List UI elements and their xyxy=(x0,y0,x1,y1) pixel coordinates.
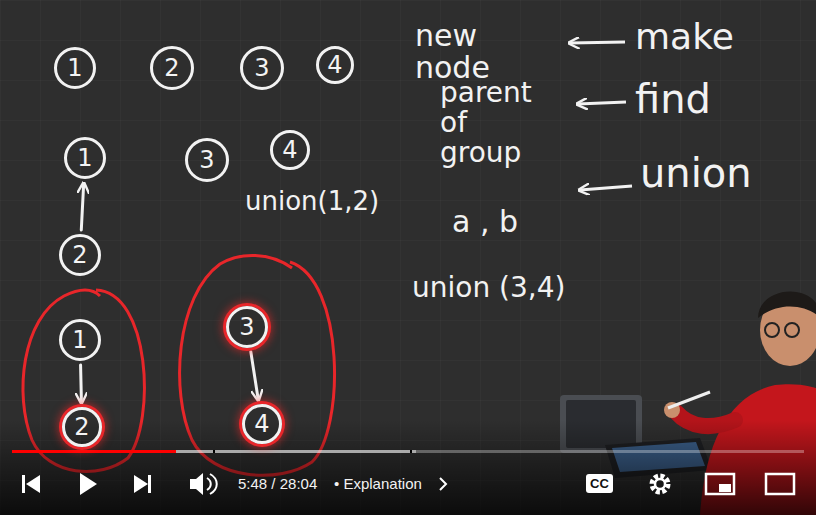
number-circle: 3 xyxy=(240,46,284,90)
node-number: 4 xyxy=(254,412,269,436)
parent-arrow xyxy=(251,352,258,400)
note-text: a , b xyxy=(452,204,518,239)
player-controls xyxy=(22,473,794,495)
number-circle: 4 xyxy=(270,130,310,170)
progress-played xyxy=(12,450,176,453)
node-number: 3 xyxy=(254,56,269,80)
number-circle: 2 xyxy=(59,234,101,276)
progress-buffer xyxy=(176,450,416,453)
node-number: 1 xyxy=(67,56,82,80)
operation-name: make xyxy=(635,16,734,57)
operation-name: union xyxy=(640,150,752,196)
number-circle: 1 xyxy=(59,319,101,361)
number-circle: 4 xyxy=(242,404,282,444)
number-circle: 1 xyxy=(54,47,96,89)
note-text: new node xyxy=(415,20,515,84)
number-circle: 3 xyxy=(185,138,229,182)
node-number: 2 xyxy=(74,415,89,439)
node-number: 3 xyxy=(239,315,254,339)
parent-arrow xyxy=(79,365,83,402)
progress-track xyxy=(12,450,804,453)
call-text: union(1,2) xyxy=(245,186,379,216)
pointer-arrow xyxy=(578,102,626,104)
pointer-arrow xyxy=(570,42,625,43)
cc-button: CC xyxy=(586,474,613,493)
node-number: 3 xyxy=(199,148,214,172)
node-number: 1 xyxy=(72,328,87,352)
number-circle: 1 xyxy=(64,137,106,179)
number-circle: 2 xyxy=(62,407,102,447)
node-number: 4 xyxy=(327,53,342,77)
number-circle: 2 xyxy=(150,46,194,90)
time-display: 5:48 / 28:04 xyxy=(238,475,317,492)
player-shade xyxy=(0,420,816,515)
chapter-title: • Explanation xyxy=(334,475,422,492)
node-number: 2 xyxy=(72,243,87,267)
node-number: 2 xyxy=(164,56,179,80)
node-number: 4 xyxy=(282,138,297,162)
pointer-arrow xyxy=(580,186,632,190)
parent-arrow xyxy=(81,184,83,230)
operation-name: find xyxy=(635,76,711,122)
call-text: union (3,4) xyxy=(412,272,565,304)
number-circle: 4 xyxy=(316,46,354,84)
chapter-gap xyxy=(213,450,215,453)
note-text: parent of group xyxy=(440,78,555,168)
chapter-gap xyxy=(410,450,412,453)
number-circle: 3 xyxy=(226,306,268,348)
node-number: 1 xyxy=(77,146,92,170)
